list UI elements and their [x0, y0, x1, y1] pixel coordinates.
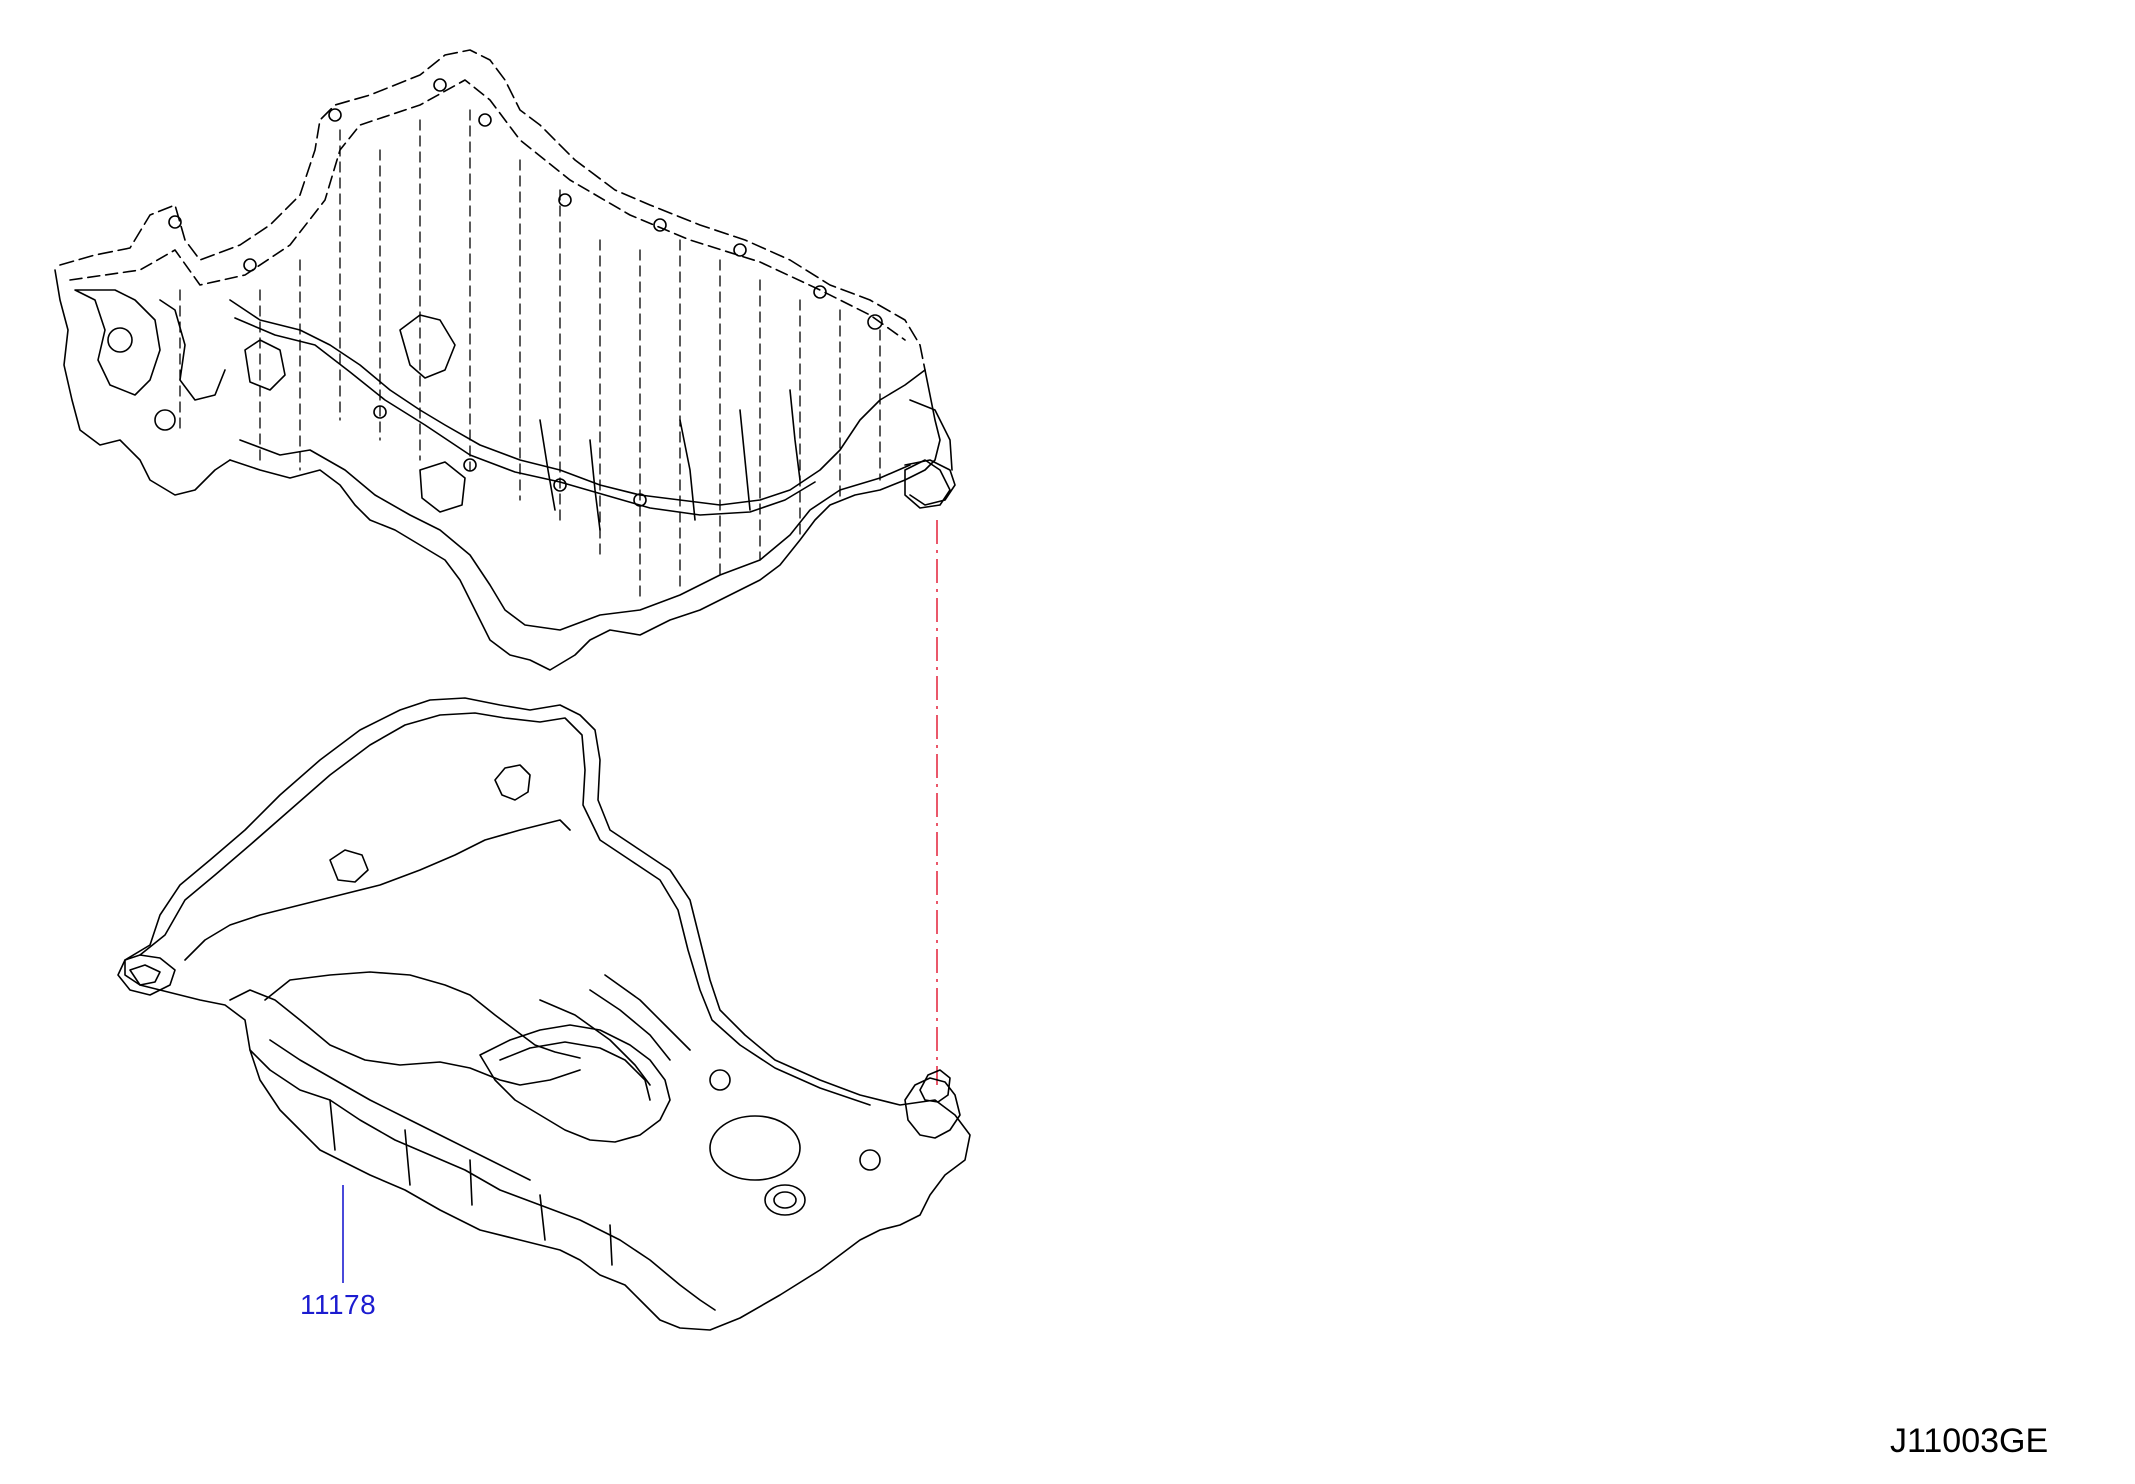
housing-bolt-boss [154, 409, 176, 431]
oil-pan-floor-edge-2 [264, 971, 581, 1059]
oil-pan-mount-tab [904, 1077, 961, 1139]
oil-pan-drain-hole-inner [773, 1191, 797, 1209]
housing-main-bearing-web [399, 314, 456, 379]
housing-bottom-front-edge [229, 369, 941, 671]
housing-flange-underside-2 [234, 317, 816, 516]
oil-pan-lower-skirt-2 [269, 1039, 531, 1181]
housing-rib [539, 389, 801, 531]
housing-bottom-inner-edge [239, 439, 911, 631]
oil-pan-left-tab [117, 954, 176, 996]
housing-hidden-lines [179, 109, 881, 601]
oil-pan-top-clip [494, 764, 531, 801]
oil-pan-lower-skirt [249, 1049, 716, 1311]
housing-left-end [54, 269, 231, 496]
oil-pan-floor-left-wall [184, 819, 571, 961]
housing-rear-corner [909, 399, 953, 471]
housing-main-bearing-web [419, 461, 466, 513]
housing-mount-ear [904, 459, 956, 506]
housing-top-flange-inner [69, 79, 906, 341]
housing-bolt-boss [107, 327, 133, 353]
oil-pan-bolt-hole [709, 1069, 731, 1091]
housing-flange-bolt-holes [168, 78, 883, 507]
oil-pan-skirt-ribs [329, 1099, 613, 1266]
oil-pan-large-opening [709, 1115, 801, 1181]
oil-pan-baffle-rib [539, 999, 651, 1086]
diagram-reference-code: J11003GE [1890, 1422, 2049, 1460]
oil-pan-sump-well [479, 1024, 671, 1143]
housing-top-flange [59, 49, 926, 371]
housing-left-rib [159, 299, 226, 401]
housing-main-bearing-web [244, 339, 286, 391]
oil-pan-inner-rim [139, 712, 871, 1106]
oil-pan-bolt-hole [859, 1149, 881, 1171]
part-number-label-11178[interactable]: 11178 [300, 1289, 377, 1320]
oil-pan-drawing [117, 697, 971, 1331]
housing-left-end-detail [74, 289, 161, 396]
oil-pan-baffle-rib [589, 974, 691, 1061]
oil-pan-sump-well-inner [499, 1041, 651, 1101]
oil-pan-rim-boss [329, 849, 369, 883]
oil-pan-floor-edge [229, 989, 581, 1086]
oil-pan-outer-rim [124, 697, 971, 1331]
oil-pan-left-tab-detail [129, 964, 161, 986]
engine-block-housing-drawing [54, 49, 956, 671]
oil-pan-drain-hole [764, 1184, 806, 1216]
housing-right-boss [904, 459, 951, 509]
housing-flange-underside [229, 299, 926, 506]
oil-pan-clip [919, 1069, 951, 1103]
